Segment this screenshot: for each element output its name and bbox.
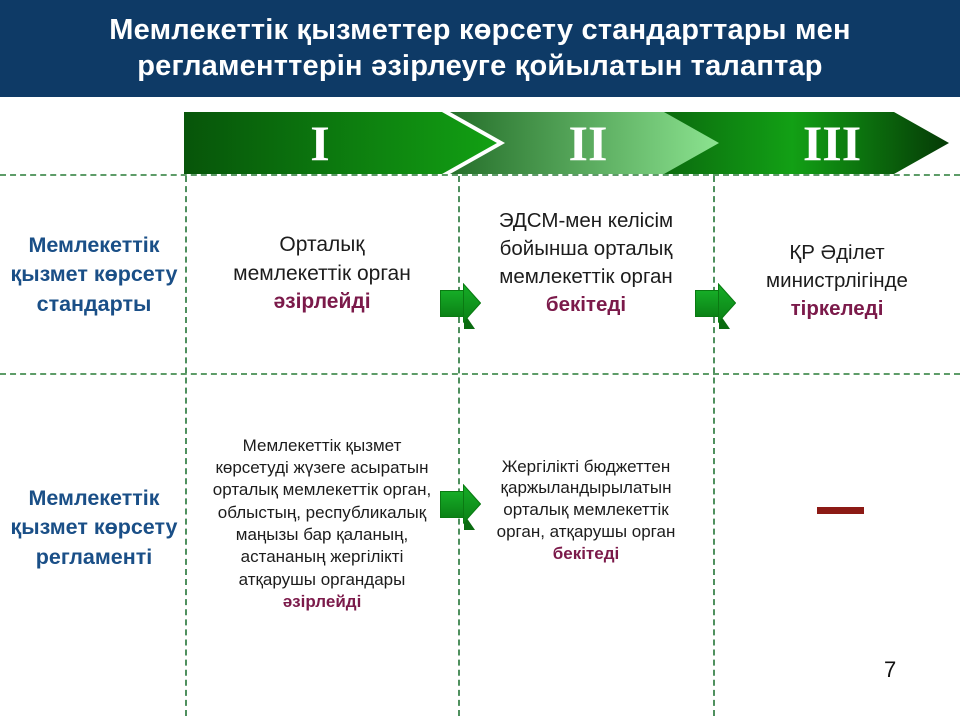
cell-text: Жергілікті бюджеттен қаржыландырылатын о…	[496, 456, 676, 541]
cell-text: ҚР Әділет министрлігінде	[766, 240, 908, 292]
cell-text: Мемлекеттік қызмет көрсетуді жүзеге асыр…	[212, 435, 432, 589]
stage-numeral-1: I	[310, 115, 329, 171]
stage-arrows-band: I II III	[184, 112, 949, 174]
flow-arrow-icon	[440, 283, 481, 329]
cell-standard-stage3: ҚР Әділет министрлігінде тіркеледі	[715, 176, 959, 372]
cell-emphasis: әзірлейді	[273, 290, 371, 314]
cell-emphasis: бекітеді	[552, 543, 620, 563]
cell-regulation-stage1: Мемлекеттік қызмет көрсетуді жүзеге асыр…	[187, 380, 457, 668]
column-divider-3	[713, 176, 715, 716]
page-number: 7	[884, 657, 897, 682]
cell-emphasis: бекітеді	[545, 292, 627, 316]
row-label-regulation: Мемлекеттік қызмет көрсету регламенті	[10, 485, 178, 569]
title-line-1: Мемлекеттік қызметтер көрсету стандартта…	[109, 14, 851, 47]
cell-emphasis: әзірлейді	[282, 591, 362, 611]
flow-arrow-icon	[440, 484, 481, 530]
row-divider-middle	[0, 373, 960, 375]
stage-arrow-2: II	[450, 112, 735, 174]
stage-arrow-3: III	[664, 112, 949, 174]
column-divider-1	[185, 176, 187, 716]
flow-arrow-icon	[695, 283, 736, 329]
cell-regulation-stage2: Жергілікті бюджеттен қаржыландырылатын о…	[460, 380, 712, 640]
cell-emphasis: тіркеледі	[790, 297, 884, 321]
slide-title: Мемлекеттік қызметтер көрсету стандартта…	[109, 13, 850, 84]
slide-header: Мемлекеттік қызметтер көрсету стандартта…	[0, 0, 960, 97]
cell-text: Орталық мемлекеттік орган	[233, 233, 411, 285]
title-line-2: регламенттерін әзірлеуге қойылатын талап…	[137, 49, 823, 82]
cell-text: ЭДСМ-мен келісім бойынша орталық мемлеке…	[498, 209, 674, 288]
stage-arrow-1: I	[184, 112, 497, 174]
stage-numeral-3: III	[803, 115, 861, 171]
no-action-dash	[817, 507, 864, 514]
row-divider-top	[0, 174, 960, 176]
column-divider-2	[458, 176, 460, 716]
cell-standard-stage1: Орталық мемлекеттік орган әзірлейді	[187, 176, 457, 372]
cell-standard-stage2: ЭДСМ-мен келісім бойынша орталық мемлеке…	[460, 176, 712, 372]
stage-numeral-2: II	[569, 115, 608, 171]
row-label-standard: Мемлекеттік қызмет көрсету стандарты	[10, 232, 178, 316]
